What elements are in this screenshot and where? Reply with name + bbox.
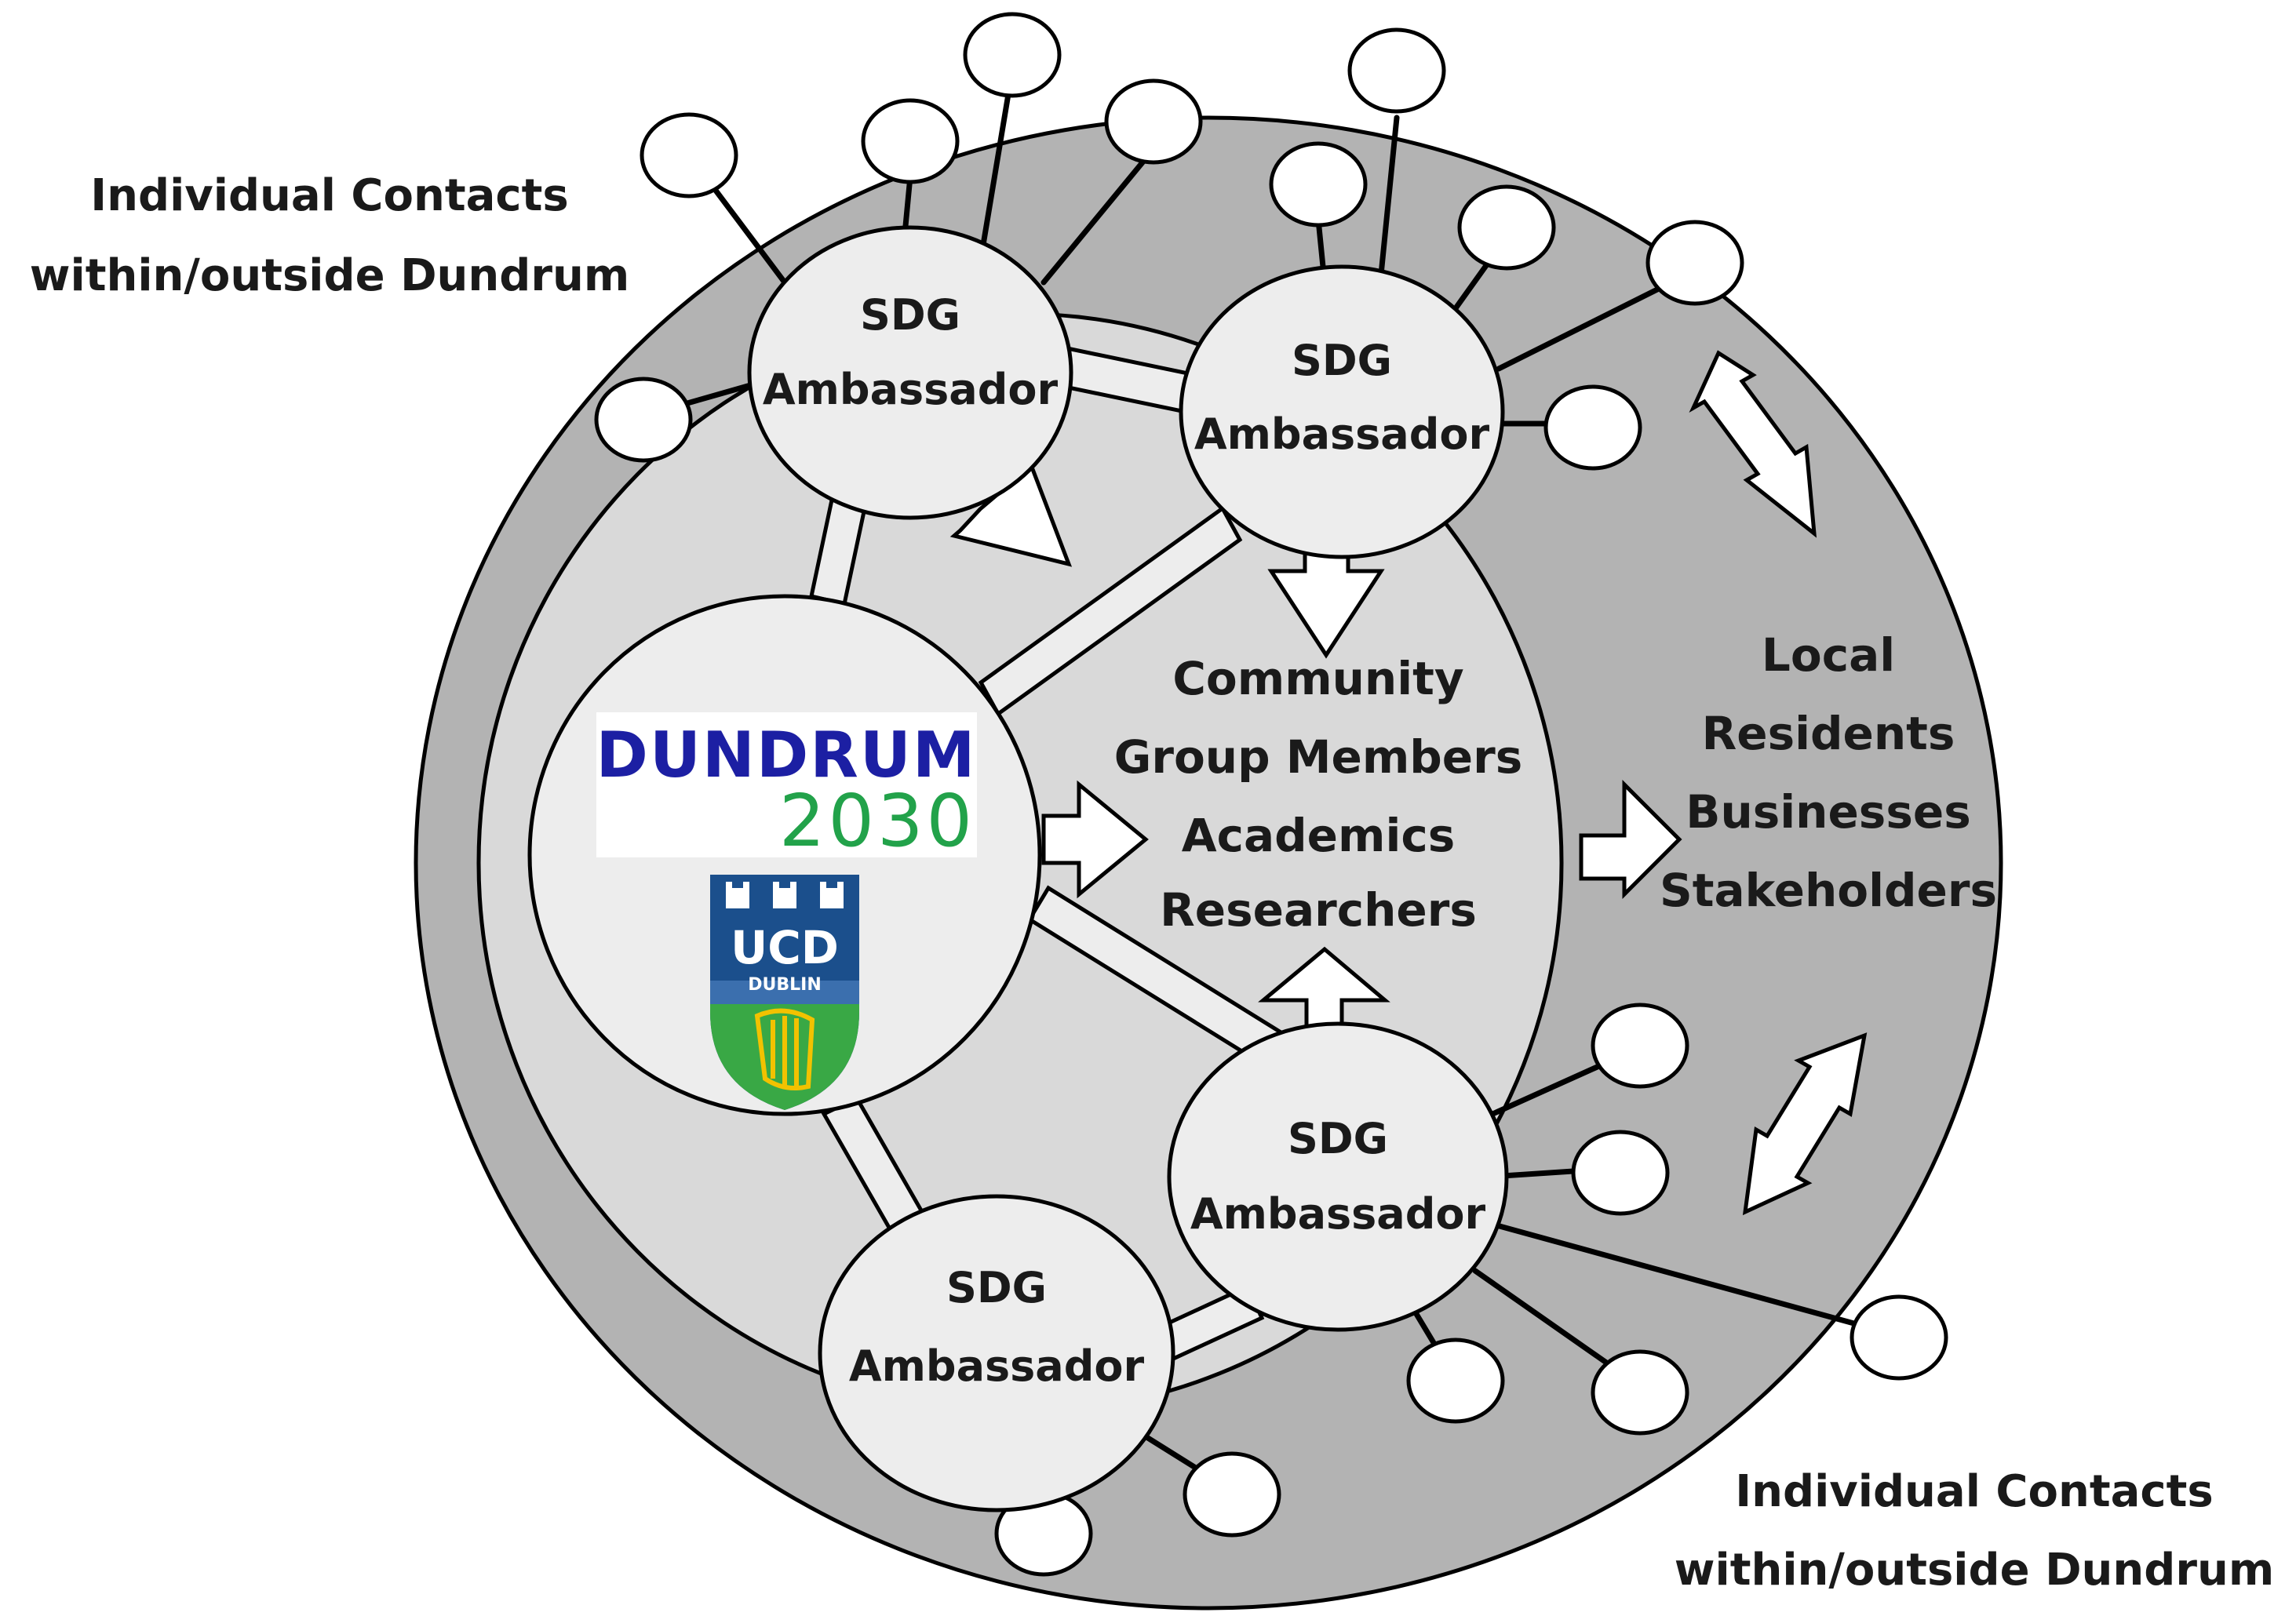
ambassador-2-role: Ambassador bbox=[1194, 409, 1490, 459]
contact-node bbox=[1347, 27, 1446, 114]
community-line-1: Community bbox=[1172, 652, 1463, 705]
ambassador-2-title: SDG bbox=[1292, 336, 1392, 385]
contact-node bbox=[1457, 184, 1556, 271]
top-left-caption: Individual Contacts within/outside Dundr… bbox=[30, 170, 629, 301]
contact-node bbox=[1645, 220, 1744, 306]
community-line-4: Researchers bbox=[1160, 883, 1477, 937]
contact-node bbox=[594, 377, 693, 463]
ambassador-node-3: SDG Ambassador bbox=[1167, 1021, 1509, 1332]
contact-node bbox=[1850, 1294, 1948, 1381]
contact-node bbox=[640, 112, 738, 198]
ambassador-4-title: SDG bbox=[946, 1263, 1047, 1312]
contact-node bbox=[963, 12, 1062, 98]
contact-node bbox=[1571, 1130, 1670, 1216]
contact-node bbox=[1591, 1349, 1689, 1436]
contact-node bbox=[1543, 384, 1642, 471]
central-node: DUNDRUM 2030 UCD DUBLIN bbox=[527, 594, 1042, 1116]
ucd-dublin-logo: UCD DUBLIN bbox=[710, 875, 859, 1110]
ambassador-node-4: SDG Ambassador bbox=[818, 1194, 1175, 1512]
contact-node bbox=[861, 98, 960, 184]
bottom-right-caption-line-1: Individual Contacts bbox=[1735, 1466, 2213, 1517]
ambassador-1-role: Ambassador bbox=[763, 365, 1059, 414]
contact-nodes bbox=[594, 12, 1948, 1577]
flow-arrows bbox=[949, 350, 1868, 1216]
ambassador-1-title: SDG bbox=[860, 290, 960, 340]
outer-line-1: Local bbox=[1762, 628, 1895, 682]
castle-icon bbox=[726, 882, 844, 908]
outer-line-2: Residents bbox=[1702, 707, 1955, 760]
top-left-caption-line-1: Individual Contacts bbox=[90, 170, 568, 221]
dundrum-word: DUNDRUM bbox=[596, 719, 977, 792]
arrow-community-right bbox=[1579, 779, 1682, 900]
outer-line-3: Businesses bbox=[1686, 785, 1970, 839]
contact-node bbox=[1104, 78, 1203, 165]
contact-node bbox=[1269, 141, 1368, 227]
ambassador-node-2: SDG Ambassador bbox=[1179, 264, 1505, 559]
ucd-letters: UCD bbox=[731, 921, 839, 974]
arrow-bottom-double bbox=[1742, 1032, 1868, 1216]
bottom-right-caption: Individual Contacts within/outside Dundr… bbox=[1675, 1466, 2274, 1596]
arrow-top-double bbox=[1689, 350, 1817, 538]
ambassador-3-title: SDG bbox=[1288, 1114, 1388, 1163]
community-line-2: Group Members bbox=[1114, 730, 1523, 784]
outer-line-4: Stakeholders bbox=[1660, 864, 1997, 917]
ucd-dublin: DUBLIN bbox=[748, 975, 822, 995]
bottom-right-caption-line-2: within/outside Dundrum bbox=[1675, 1545, 2274, 1596]
outer-labels: Local Residents Businesses Stakeholders bbox=[1660, 628, 1997, 917]
community-line-3: Academics bbox=[1182, 809, 1455, 862]
dundrum-2030-logo: DUNDRUM 2030 bbox=[596, 712, 977, 863]
top-left-caption-line-2: within/outside Dundrum bbox=[30, 250, 629, 301]
harp-icon bbox=[754, 1008, 815, 1090]
contact-node bbox=[1406, 1338, 1505, 1424]
community-labels: Community Group Members Academics Resear… bbox=[1114, 652, 1523, 937]
ambassador-3-role: Ambassador bbox=[1190, 1189, 1486, 1239]
contact-node bbox=[1591, 1003, 1689, 1089]
ambassador-4-role: Ambassador bbox=[849, 1341, 1145, 1391]
contact-node bbox=[1183, 1451, 1281, 1538]
arrow-center-right bbox=[1041, 780, 1149, 899]
ambassador-node-1: SDG Ambassador bbox=[747, 225, 1073, 520]
dundrum-year: 2030 bbox=[779, 779, 975, 863]
